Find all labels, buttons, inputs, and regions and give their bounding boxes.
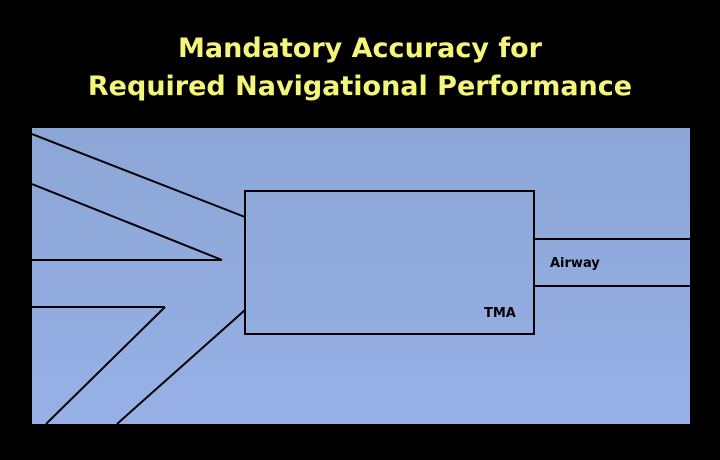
slide-title-line-2: Required Navigational Performance: [87, 71, 633, 102]
route-upper-outer-edge: [32, 133, 246, 218]
route-lower-inner-edge: [45, 306, 166, 424]
rnp-diagram: TMA Airway: [32, 128, 690, 424]
route-lower-outer-edge: [116, 309, 246, 424]
route-upper-inner-edge: [32, 183, 223, 261]
slide-title: Mandatory Accuracy for Required Navigati…: [0, 30, 720, 106]
tma-box: [244, 190, 535, 335]
airway-label: Airway: [550, 256, 600, 271]
slide-title-line-1: Mandatory Accuracy for: [178, 33, 542, 64]
tma-label: TMA: [484, 306, 516, 321]
